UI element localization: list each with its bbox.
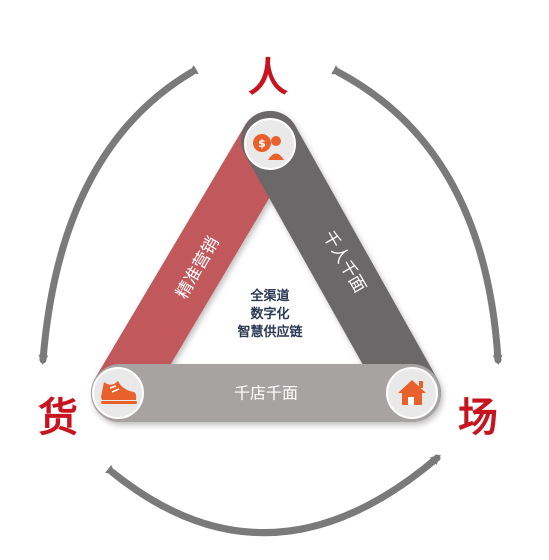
vertex-top: $ — [244, 118, 296, 170]
edge-bottom-label: 千店千面 — [234, 384, 298, 403]
house-icon — [398, 380, 426, 405]
center-line-3: 智慧供应链 — [237, 325, 303, 340]
center-line-1: 全渠道 — [250, 289, 290, 304]
vertex-left — [92, 367, 144, 419]
center-line-2: 数字化 — [250, 307, 290, 322]
arrow-top-right — [331, 65, 503, 365]
vertex-right — [386, 367, 438, 419]
arrow-bottom — [104, 454, 441, 537]
person-money-icon: $ — [253, 134, 284, 160]
svg-text:$: $ — [258, 137, 266, 150]
center-text: 全渠道 数字化 智慧供应链 — [222, 288, 318, 342]
edge-right — [241, 111, 441, 422]
corner-label-left: 货 — [38, 394, 78, 441]
corner-label-right: 场 — [458, 394, 498, 441]
corner-label-top: 人 — [248, 54, 288, 101]
edge-left — [91, 111, 299, 422]
shoe-icon — [101, 381, 137, 404]
arrow-top-left — [38, 65, 199, 365]
